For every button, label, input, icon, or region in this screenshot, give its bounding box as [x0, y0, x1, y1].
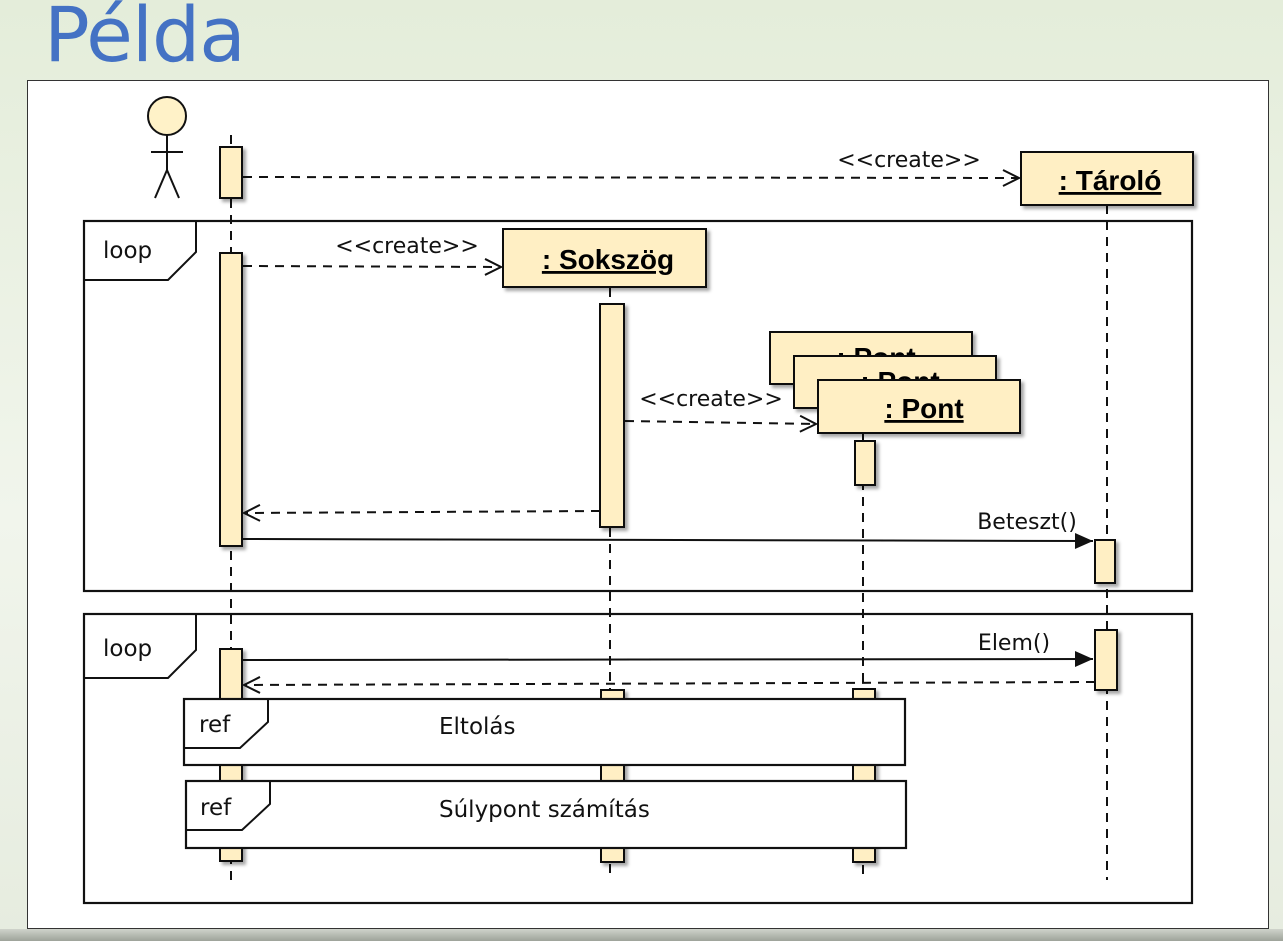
actor-head: [147, 96, 187, 136]
object-polygon[interactable]: : Sokszög: [502, 228, 707, 288]
loop-frame-2-label: loop: [103, 636, 152, 662]
ref-fragment-1[interactable]: ref Eltolás: [182, 697, 907, 767]
loop-frame-2: [82, 612, 1194, 905]
activation-polygon-1: [599, 303, 625, 528]
object-point-front: [817, 379, 1021, 434]
loop-frame-1: [82, 219, 1194, 593]
message-return-polygon: [244, 511, 601, 513]
message-create-container: [242, 177, 1019, 178]
loop-frame-1-label: loop: [103, 238, 152, 264]
object-point-front-label: : Pont: [884, 393, 963, 424]
actor: [147, 96, 187, 199]
bottom-band: [0, 929, 1283, 941]
ref-fragment-2-label: Súlypont számítás: [439, 797, 650, 823]
activation-container-2: [1094, 629, 1118, 691]
message-element: [242, 651, 1094, 668]
message-create-polygon: [242, 266, 501, 267]
activation-caller-1: [219, 146, 243, 199]
object-polygon-label: : Sokszög: [542, 244, 674, 275]
activation-caller-2: [219, 252, 243, 547]
message-create-point-label: <<create>>: [639, 387, 783, 412]
message-create-point: [624, 421, 816, 424]
ref-fragment-2-tag: ref: [200, 795, 232, 821]
message-element-label: Elem(): [978, 631, 1050, 656]
loop-frame-1-tab: [84, 221, 197, 281]
message-create-container-label: <<create>>: [837, 148, 981, 173]
activation-container-1: [1094, 539, 1116, 584]
message-insert: [242, 532, 1094, 549]
object-container-label: : Tároló: [1059, 165, 1162, 196]
message-return-container: [244, 682, 1096, 685]
loop-frame-2-tab: [84, 614, 197, 679]
ref-fragment-1-label: Eltolás: [439, 714, 515, 740]
message-insert-label: Beteszt(): [977, 510, 1077, 535]
message-create-polygon-label: <<create>>: [335, 234, 479, 259]
ref-fragment-1-tag: ref: [199, 712, 231, 738]
object-point-stack[interactable]: : Pont : Pont : Pont: [769, 331, 1021, 434]
slide-title: Példa: [44, 0, 246, 79]
ref-fragment-2[interactable]: ref Súlypont számítás: [184, 779, 908, 850]
object-container[interactable]: : Tároló: [1020, 151, 1194, 206]
activation-point-1: [854, 440, 876, 486]
